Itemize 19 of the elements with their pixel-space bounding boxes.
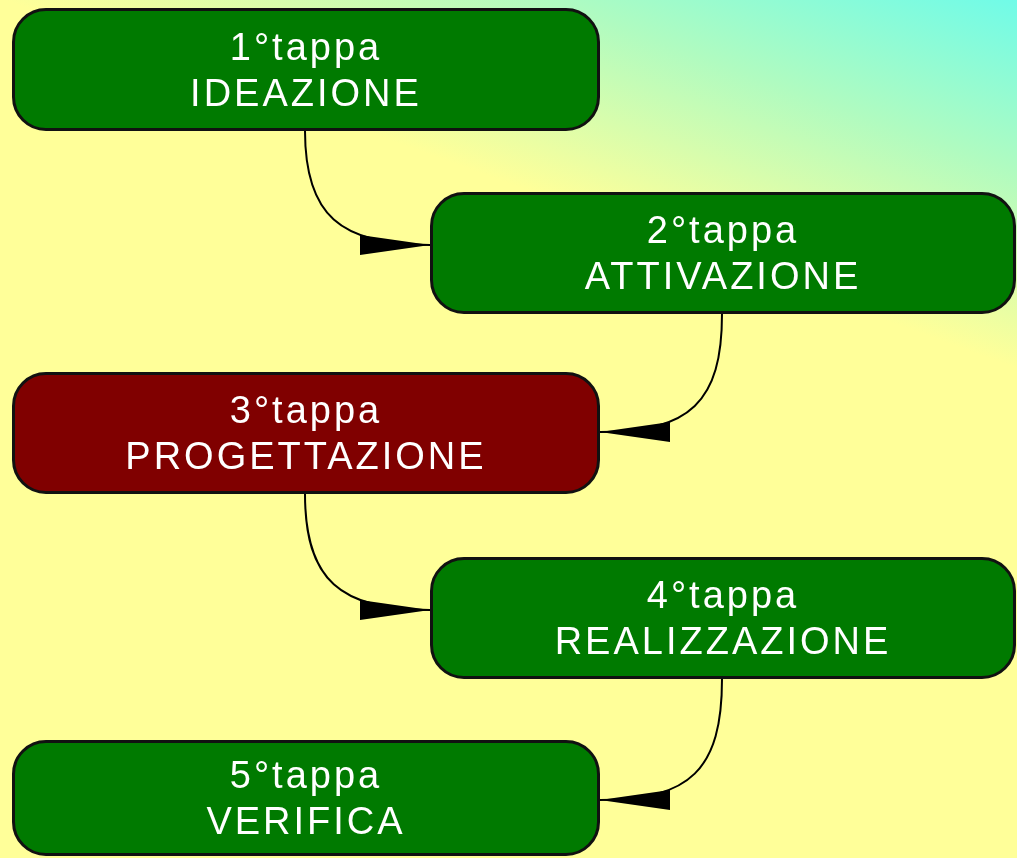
stage-title: REALIZZAZIONE [554,619,892,664]
arrow [304,493,431,618]
stage-box [430,557,1016,679]
stage-box [12,8,600,131]
arrow [599,678,723,808]
stage-box [12,740,600,856]
stage-number: 3°tappa [229,388,383,433]
stage-number: 4°tappa [646,573,800,618]
stage-box [430,192,1016,314]
stage-number: 5°tappa [229,753,383,798]
stage-title: VERIFICA [206,799,406,844]
arrow [599,313,723,440]
stage-number: 1°tappa [229,24,383,70]
arrow [304,130,431,253]
stage-box [12,372,600,494]
stage-title: IDEAZIONE [190,70,422,116]
stage-number: 2°tappa [646,208,800,253]
stage-title: PROGETTAZIONE [125,434,487,479]
stage-title: ATTIVAZIONE [584,254,862,299]
